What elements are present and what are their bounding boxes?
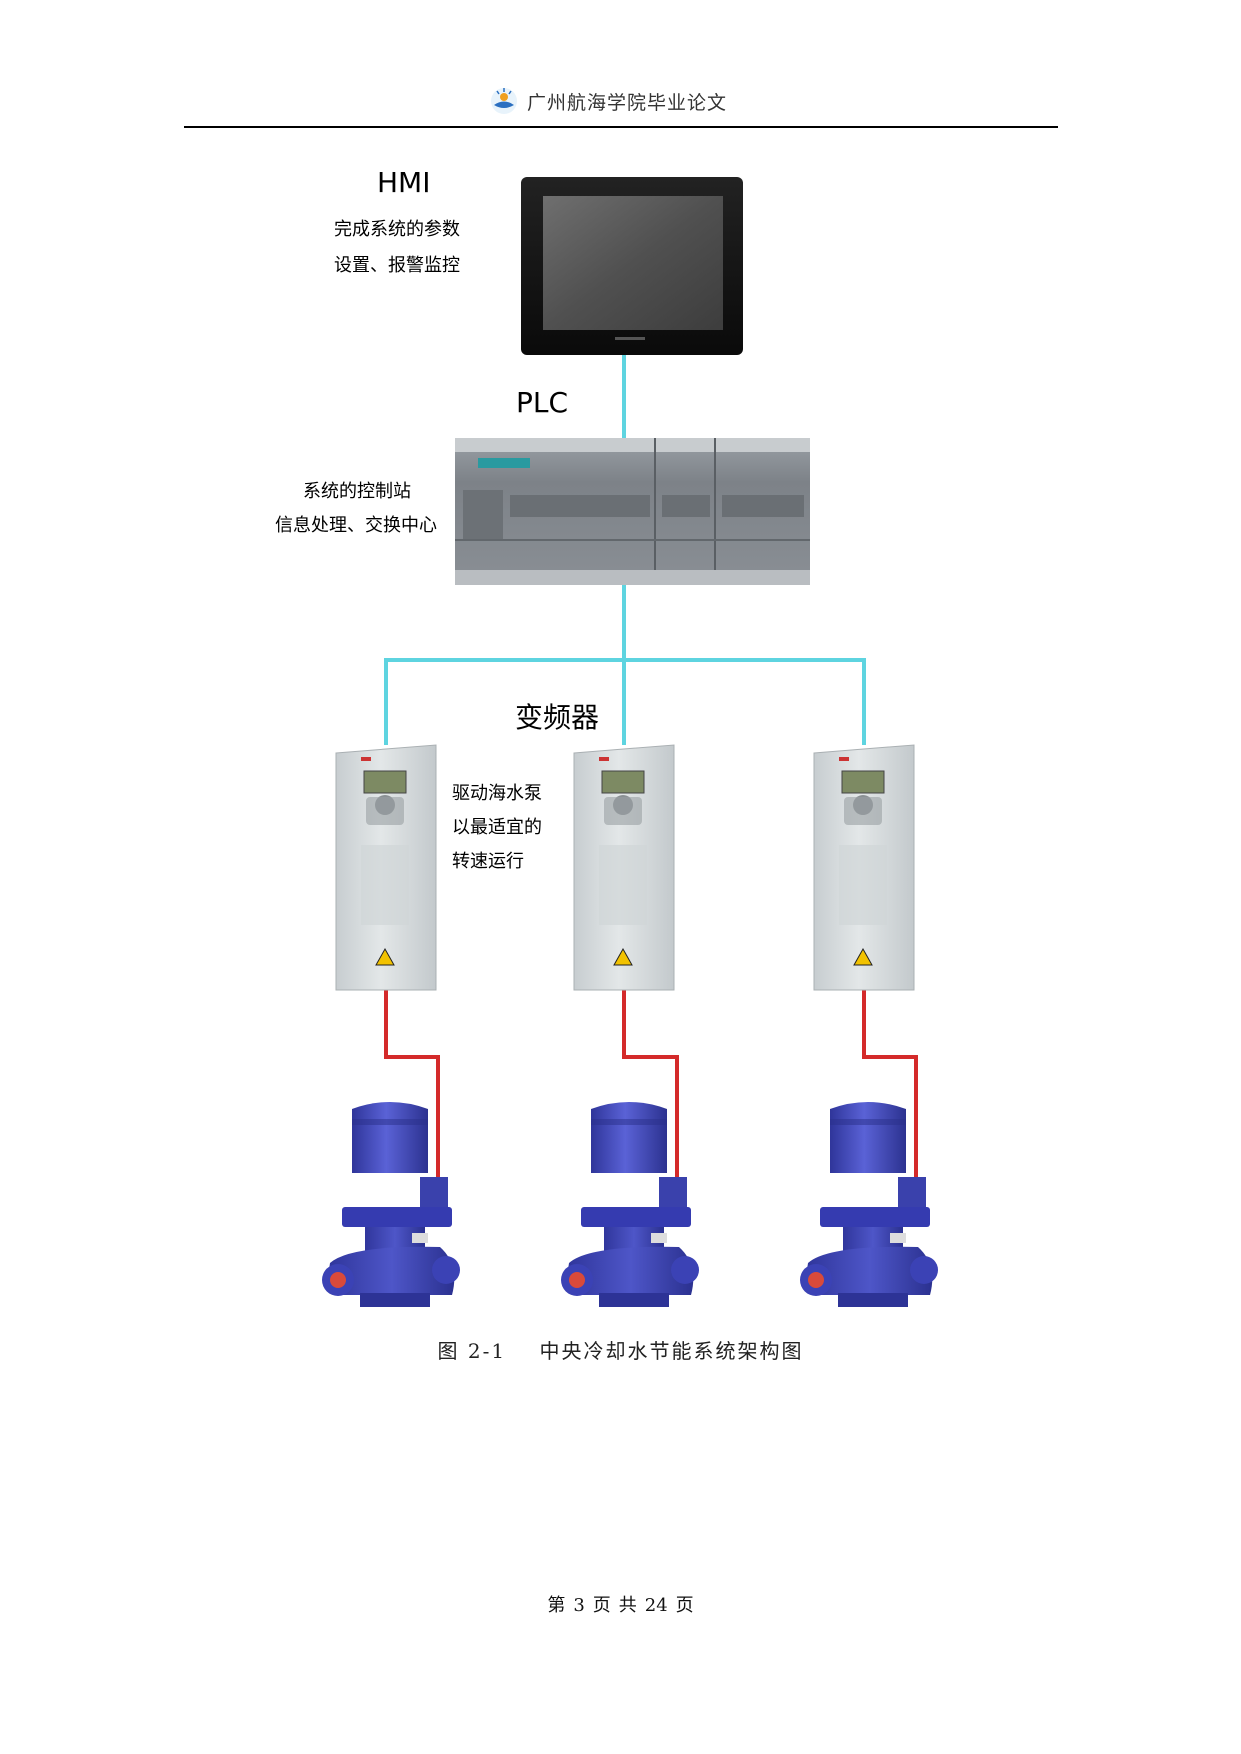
vfd-drive-3 (813, 744, 915, 991)
vfd-title: 变频器 (515, 701, 600, 734)
footer-suffix: 页 (675, 1595, 694, 1616)
vfd-drive-2 (573, 744, 675, 991)
seawater-pump-1 (322, 1102, 460, 1307)
hmi-title: HMI (377, 166, 431, 199)
network-connections (384, 355, 866, 745)
header-divider (184, 126, 1058, 128)
seawater-pump-2 (561, 1102, 699, 1307)
footer-mid2: 共 (618, 1595, 637, 1616)
vfd-drive-1 (335, 744, 437, 991)
hmi-touch-panel (521, 177, 743, 355)
power-line-1 (384, 990, 440, 1185)
seawater-pump-3 (800, 1102, 938, 1307)
header-title: 广州航海学院毕业论文 (527, 92, 728, 114)
plc-title: PLC (516, 386, 569, 419)
university-logo-icon (491, 88, 517, 114)
plc-desc-line1: 系统的控制站 (303, 481, 411, 502)
plc-controller (455, 438, 810, 585)
power-line-2 (622, 990, 679, 1185)
footer-mid1: 页 (592, 1595, 611, 1616)
vfd-desc-line1: 驱动海水泵 (452, 783, 542, 804)
power-connections (384, 990, 918, 1185)
power-line-3 (862, 990, 918, 1185)
footer-page-number: 3 (573, 1595, 585, 1616)
figure-caption: 图 2-1 中央冷却水节能系统架构图 (437, 1339, 804, 1363)
footer-prefix: 第 (547, 1595, 566, 1616)
vfd-desc-line3: 转速运行 (452, 851, 524, 872)
hmi-desc-line1: 完成系统的参数 (334, 219, 460, 240)
vfd-desc-line2: 以最适宜的 (452, 817, 542, 838)
plc-desc-line2: 信息处理、交换中心 (275, 515, 437, 536)
hmi-desc-line2: 设置、报警监控 (334, 255, 460, 276)
footer-total-pages: 24 (644, 1595, 668, 1616)
page-header: 广州航海学院毕业论文 (0, 84, 1241, 124)
